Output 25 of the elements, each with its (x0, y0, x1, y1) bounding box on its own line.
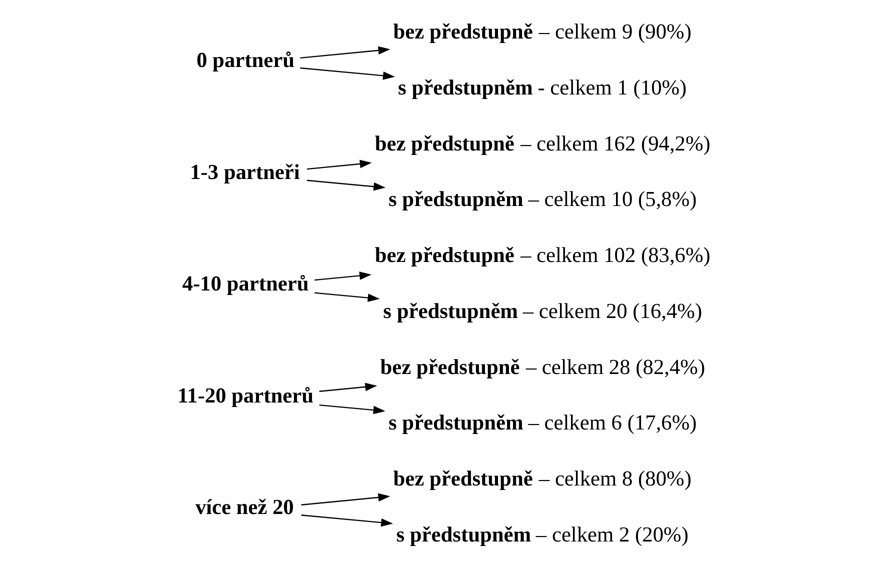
node-text: s předstupněm - celkem 1 (10%) (398, 75, 686, 100)
arrow (300, 46, 390, 59)
arrow (300, 514, 393, 527)
arrow (300, 493, 390, 506)
node-text: více než 20 (194, 495, 294, 520)
node-text: 11-20 partnerů (177, 383, 313, 408)
node-text: s předstupněm – celkem 6 (17,6%) (388, 410, 696, 435)
arrow (314, 272, 371, 281)
arrow (318, 404, 385, 414)
node-text: 4-10 partnerů (182, 272, 308, 296)
node-text: bez předstupně – celkem 162 (94,2%) (374, 131, 710, 156)
node-text: s předstupněm – celkem 20 (16,4%) (382, 298, 702, 323)
node-text: bez předstupně – celkem 8 (80%) (392, 466, 691, 491)
arrow (306, 180, 386, 191)
arrow (314, 292, 380, 302)
arrow (306, 160, 372, 170)
node-text: 0 partnerů (196, 48, 294, 72)
arrow (318, 382, 377, 392)
node-text: 1-3 partneři (189, 160, 300, 184)
arrow (300, 67, 394, 80)
node-text: s předstupněm – celkem 10 (5,8%) (388, 187, 696, 212)
node-text: bez předstupně – celkem 102 (83,6%) (374, 243, 710, 268)
node-text: s předstupněm – celkem 2 (20%) (396, 522, 688, 546)
node-text: bez předstupně – celkem 9 (90%) (392, 20, 691, 44)
node-text: bez předstupně – celkem 28 (82,4%) (380, 354, 705, 379)
